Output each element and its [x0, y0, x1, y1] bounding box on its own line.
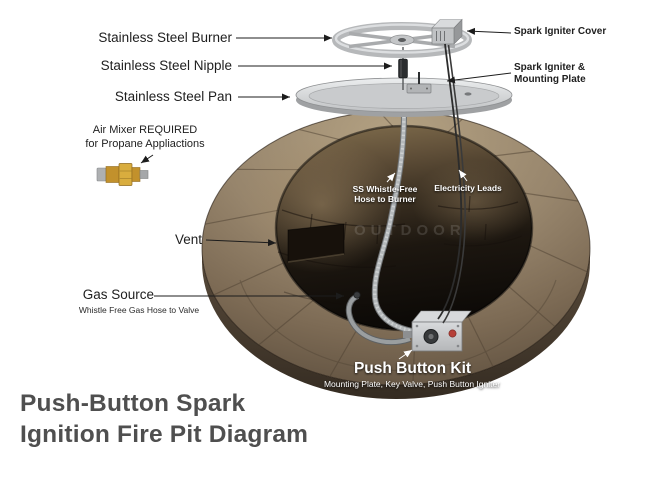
vent-opening — [287, 223, 345, 263]
ss-hose-label-line1: SS Whistle-Free — [352, 184, 418, 194]
electricity-leads-label: Electricity Leads — [434, 183, 502, 193]
push-button-kit-label: Push Button Kit — [353, 360, 472, 377]
diagram-title-line1: Push-Button Spark — [20, 390, 246, 417]
push-button-igniter — [448, 329, 457, 338]
ss-hose-label: SS Whistle-Free Hose to Burner — [340, 184, 430, 204]
pit-cavity — [242, 124, 536, 332]
watermark: OUTDOOR — [354, 222, 466, 239]
air-mixer-label-line2: for Propane Appliactions — [85, 137, 205, 150]
stainless-steel-burner — [332, 22, 472, 58]
air-mixer-fitting — [96, 163, 149, 186]
air-mixer-label-line1: Air Mixer REQUIRED — [92, 124, 198, 136]
gas-source-sublabel: Whistle Free Gas Hose to Valve — [78, 305, 200, 315]
spark-igniter-cover-label: Spark Igniter Cover — [514, 26, 607, 37]
gas-source-hose — [345, 291, 411, 346]
gas-source-label: Gas Source — [82, 287, 154, 302]
leader-lines — [140, 27, 512, 300]
electricity-leads-wires — [437, 43, 466, 324]
diagram-title: Push-Button Spark Ignition Fire Pit Diag… — [20, 388, 308, 450]
spark-igniter-cover-box — [431, 18, 463, 45]
spark-igniter-plate-label-line2: Mounting Plate — [514, 74, 586, 85]
vent-label: Vent — [174, 232, 202, 247]
push-button-kit-sublabel: Mounting Plate, Key Valve, Push Button I… — [323, 379, 501, 389]
spark-igniter-plate-label: Spark Igniter & Mounting Plate — [514, 62, 586, 86]
stainless-steel-nipple — [398, 58, 408, 79]
ss-hose-label-line2: Hose to Burner — [354, 194, 416, 204]
push-button-kit-box — [403, 310, 472, 352]
pan-label: Stainless Steel Pan — [114, 89, 232, 104]
air-mixer-label: Air Mixer REQUIRED for Propane Appliacti… — [70, 124, 220, 151]
spark-igniter-mounting-plate — [406, 72, 432, 94]
diagram-title-line2: Ignition Fire Pit Diagram — [20, 421, 309, 448]
ss-whistle-free-hose — [371, 111, 413, 334]
fire-pit-illustration: OUTDOOR — [96, 18, 591, 399]
nipple-label: Stainless Steel Nipple — [100, 58, 232, 73]
leader-lines-white — [386, 169, 468, 360]
spark-igniter-plate-label-line1: Spark Igniter & — [514, 62, 586, 73]
burner-label: Stainless Steel Burner — [98, 30, 232, 45]
